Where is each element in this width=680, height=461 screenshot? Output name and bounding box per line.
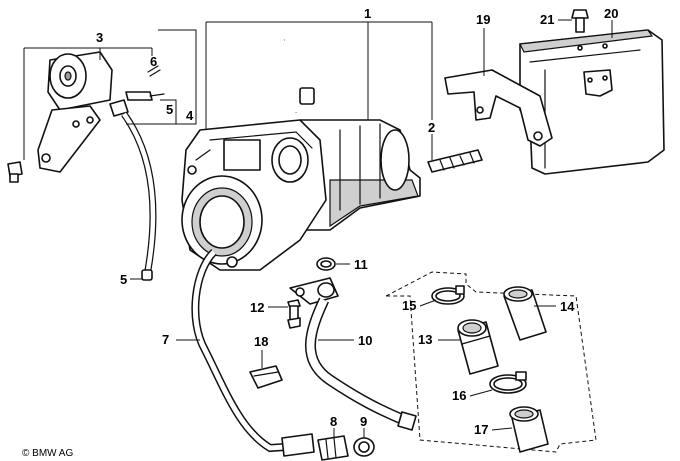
hose-part-6 [125,65,165,101]
wastegate-actuator-part-3 [37,51,113,173]
callout-8: 8 [330,414,337,429]
assembly-outline [385,271,597,453]
callout-12: 12 [250,300,264,315]
nipple-part-17 [509,406,549,453]
callout-21: 21 [540,12,554,27]
clamp-part-5-lower [141,269,153,281]
callout-labels: 1 2 3 4 5 5 6 7 8 9 10 11 12 13 14 15 16… [96,6,618,437]
clip-part-18 [249,365,283,389]
oil-return-pipe-part-7 [191,249,315,457]
callout-9: 9 [360,414,367,429]
hose-clamp-part-15 [431,285,465,305]
bracket-part-19 [444,69,553,147]
callout-13: 13 [418,332,432,347]
stud-part-2 [427,149,483,173]
callout-7: 7 [162,332,169,347]
bolt-part-21 [571,9,589,33]
callout-20: 20 [604,6,618,21]
connector-part-13 [457,319,499,375]
bolt-part-12 [287,299,301,329]
callout-6: 6 [150,54,157,69]
callout-17: 17 [474,422,488,437]
actuator-bolt [7,161,23,183]
leader-lines [23,19,613,440]
hose-part-14 [503,286,547,341]
callout-4: 4 [186,108,194,123]
callout-16: 16 [452,388,466,403]
vacuum-hose [121,111,157,271]
callout-18: 18 [254,334,268,349]
callout-5-lower: 5 [120,272,127,287]
callout-5-upper: 5 [166,102,173,117]
callout-19: 19 [476,12,490,27]
gasket-part-11 [316,257,336,271]
hose-clamp-part-16 [489,371,527,394]
callout-14: 14 [560,299,575,314]
callout-11: 11 [354,257,368,272]
oil-line-part-10 [289,277,417,431]
copyright-notice: © BMW AG [22,448,73,459]
seal-ring-part-9 [353,437,375,457]
turbocharger-part-1 [181,36,421,271]
callout-10: 10 [358,333,372,348]
callout-2: 2 [428,120,435,135]
callout-1: 1 [364,6,371,21]
fitting-part-8 [317,435,349,461]
callout-3: 3 [96,30,103,45]
callout-15: 15 [402,298,416,313]
heat-shield-part-20 [519,29,665,175]
clamp-part-5-upper [109,99,129,117]
